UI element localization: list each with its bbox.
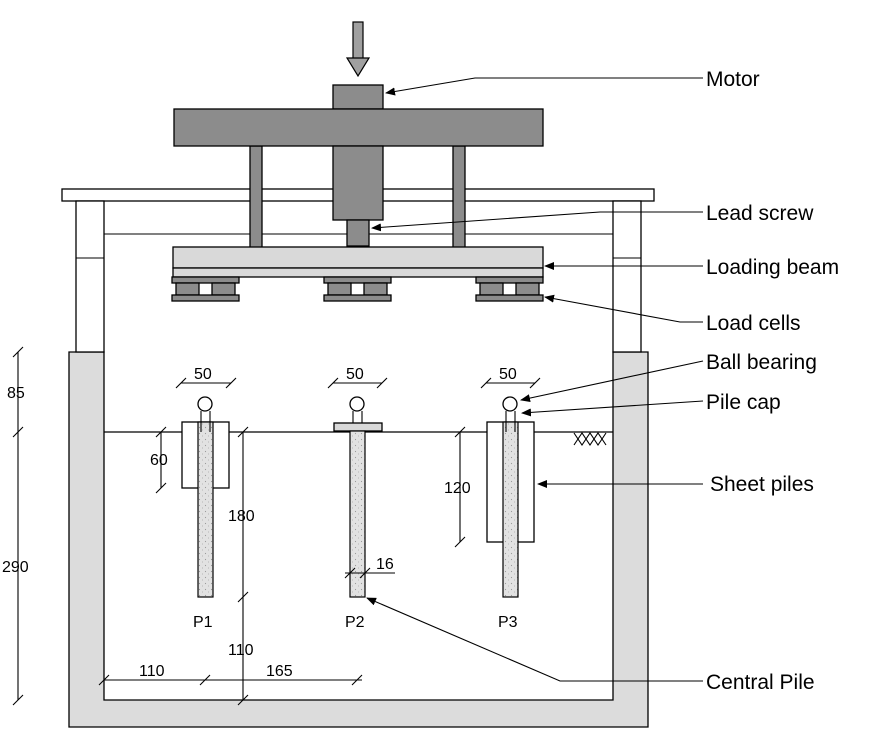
pile-label-p3: P3 — [498, 614, 518, 631]
load-cell-3 — [475, 276, 544, 302]
dim-cap-width-p3: 50 — [499, 366, 517, 383]
dim-wall-to-p1: 110 — [139, 663, 165, 680]
lead-screw-rod — [346, 219, 370, 247]
label-sheet-piles: Sheet piles — [710, 473, 814, 496]
dim-cap-width-p2: 50 — [346, 366, 364, 383]
support-rod-right — [452, 145, 466, 249]
pile-label-p1: P1 — [193, 614, 213, 631]
dim-p1-to-p2: 165 — [266, 663, 293, 680]
ball-bearing-p1 — [197, 396, 213, 412]
label-load-cells: Load cells — [706, 312, 801, 335]
ball-bearing-p2 — [349, 396, 365, 412]
frame-right-column — [612, 200, 642, 353]
ball-bearing-p3 — [502, 396, 518, 412]
dim-sheet-depth-p1: 60 — [150, 452, 168, 469]
pile-label-p2: P2 — [345, 614, 365, 631]
label-lead-screw: Lead screw — [706, 202, 814, 225]
dim-soil-depth: 290 — [2, 559, 29, 576]
pile-p3 — [486, 396, 535, 598]
dim-base-clearance: 110 — [228, 642, 254, 659]
motor-top — [332, 84, 384, 110]
label-pile-cap: Pile cap — [706, 391, 781, 414]
loading-beam — [172, 246, 544, 278]
dim-sheet-depth-p3: 120 — [444, 480, 471, 497]
load-cell-2 — [323, 276, 392, 302]
dimension-lines — [12, 346, 541, 706]
support-rod-left — [249, 145, 263, 249]
pile-shaft-p1 — [197, 421, 214, 598]
pile-p1 — [181, 396, 230, 598]
label-loading-beam: Loading beam — [706, 256, 839, 279]
frame-left-column — [75, 200, 105, 353]
dim-pile-diameter: 16 — [376, 556, 394, 573]
load-arrow-icon — [345, 21, 371, 78]
motor-body — [332, 145, 384, 221]
pile-shaft-p3 — [502, 421, 519, 598]
label-motor: Motor — [706, 68, 760, 91]
pile-shaft-p2 — [349, 430, 366, 598]
actuator-assembly — [173, 84, 544, 249]
motor-plate — [173, 108, 544, 147]
load-cell-1 — [171, 276, 240, 302]
ground-hatch-icon — [573, 432, 607, 446]
dim-cap-width-p1: 50 — [194, 366, 212, 383]
dim-pile-length: 180 — [228, 508, 255, 525]
leader-lines — [366, 77, 704, 682]
pile-p2 — [333, 396, 383, 598]
label-ball-bearing: Ball bearing — [706, 351, 817, 374]
label-central-pile: Central Pile — [706, 671, 815, 694]
pile-cap-p2 — [333, 422, 383, 432]
dim-top-depth: 85 — [7, 385, 25, 402]
